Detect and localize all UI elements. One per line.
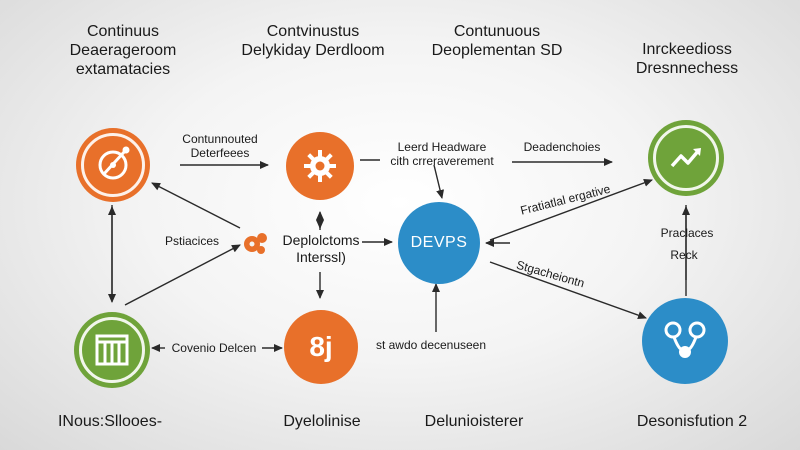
top-label-center-left-line2: Delykiday Derdloom — [241, 42, 385, 59]
top-label-right-line1: Inrckeedioss — [642, 41, 732, 58]
bottom-label-left: INous:Sllooes- — [57, 413, 163, 430]
eight-j-label: 8j — [309, 331, 333, 362]
node-8j: 8j — [284, 310, 358, 384]
tools-gauge-icon — [98, 146, 130, 180]
top-label-right-line2: Dresnnechess — [635, 60, 739, 77]
top-label-center-right: Contunuous Deoplementan SD — [412, 22, 582, 60]
building-silo-icon — [95, 334, 129, 366]
top-label-center-left-line1: Contvinustus — [266, 23, 360, 40]
top-label-center-right-line1: Contunuous — [453, 23, 541, 40]
edge-label-deadenchoies: Deadenchoies — [523, 140, 601, 154]
edge-label-cd-line1: Contunnouted — [182, 132, 258, 146]
node-trend-chart — [648, 120, 724, 196]
bottom-label-center-right: Delunioisterer — [424, 413, 524, 430]
edge-label-lead-headware: Leerd Headware cith crreraverement — [384, 140, 500, 168]
top-label-left: Continuus Deaerageroom extamatacies — [48, 22, 198, 79]
edge-label-st-awdo: st awdo decenuseen — [375, 338, 487, 352]
arrow-bl-to-practices — [124, 244, 241, 306]
top-label-center-right-line2: Deoplementan SD — [431, 42, 563, 59]
shield-network-icon — [664, 321, 706, 358]
node-shield-network — [642, 298, 728, 384]
node-ring-tr — [653, 125, 719, 191]
node-deploictoms-label: Deplolctoms Interssl) — [276, 232, 366, 266]
node-ring — [81, 133, 145, 197]
top-label-left-line2: Deaerageroom — [69, 42, 177, 59]
deploictoms-line1: Deplolctoms — [282, 232, 360, 248]
edge-label-cd-line2: Deterfeees — [190, 146, 250, 160]
bottom-label-center-left: Dyelolinise — [283, 413, 361, 430]
top-label-left-line1: Continuus — [86, 23, 160, 40]
arrow-practices-to-tl — [151, 182, 241, 229]
arrow-to-devops-top — [433, 164, 445, 199]
edge-label-lh-line2: cith crreraverement — [390, 154, 494, 168]
trend-chart-icon — [670, 148, 701, 168]
node-devops: DEVPS — [398, 202, 480, 284]
edge-label-practices: Pstiacices — [164, 234, 220, 248]
bottom-label-right: Desonisfution 2 — [636, 413, 748, 430]
edge-label-covenio-delcen: Covenio Delcen — [171, 341, 257, 355]
node-tools-gauge — [76, 128, 150, 202]
gear-icon — [304, 150, 336, 182]
arrow-devops-to-br — [489, 261, 647, 320]
top-label-left-line3: extamatacies — [75, 61, 171, 78]
top-label-right: Inrckeedioss Dresnnechess — [612, 40, 762, 78]
edge-label-lh-line1: Leerd Headware — [397, 140, 487, 154]
node-building-silo — [74, 312, 150, 388]
edge-label-practaces-right: Praclaces — [660, 226, 714, 240]
small-gears-icon — [244, 233, 267, 254]
edge-label-react: Reck — [670, 248, 698, 262]
edge-label-continuous-deliverfeees: Contunnouted Deterfeees — [170, 132, 270, 160]
node-ring-bl — [79, 317, 145, 383]
node-small-gears — [240, 228, 270, 258]
arrow-devops-to-tr — [489, 179, 653, 241]
node-gear — [286, 132, 354, 200]
top-label-center-left: Contvinustus Delykiday Derdloom — [228, 22, 398, 60]
devops-label: DEVPS — [410, 234, 468, 251]
deploictoms-line2: Interssl) — [296, 249, 346, 265]
